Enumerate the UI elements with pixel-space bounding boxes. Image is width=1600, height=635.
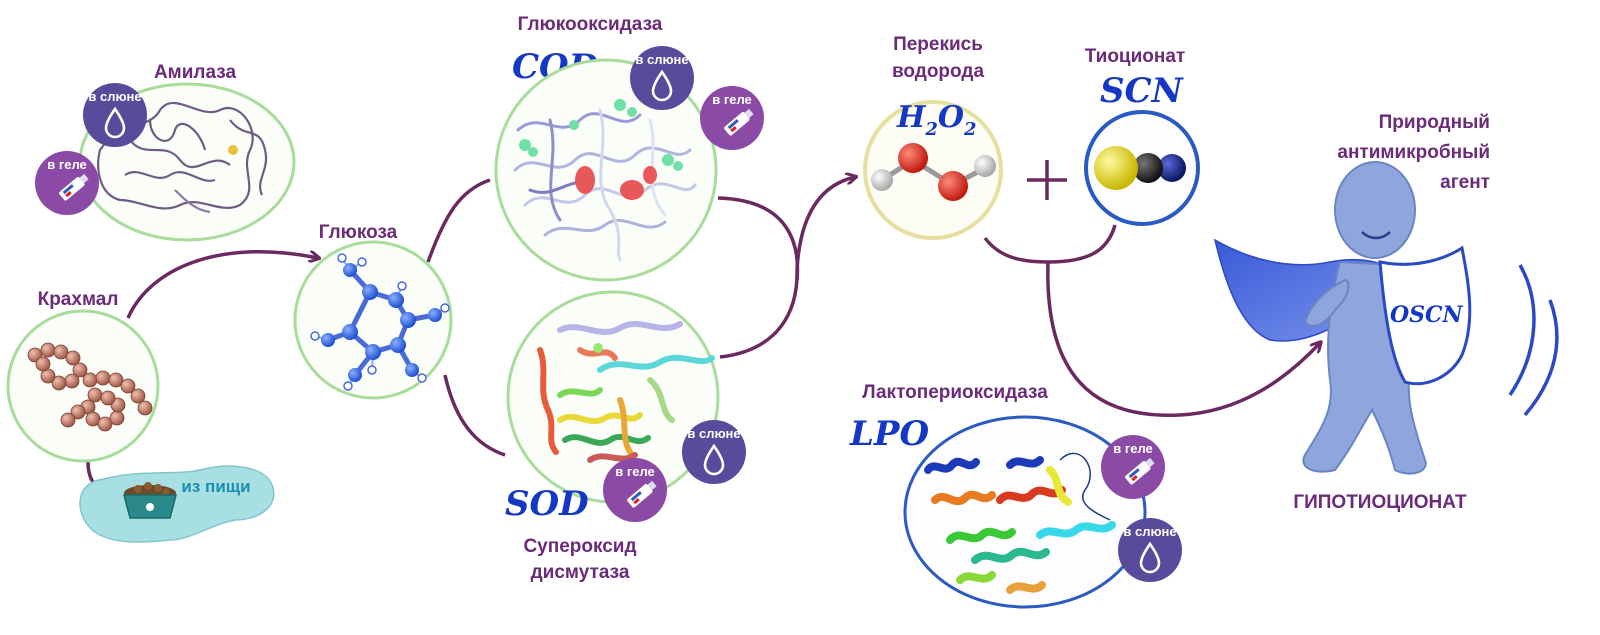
- glucose-label: Глюкоза: [319, 222, 398, 243]
- amylase-protein-structure: [97, 101, 268, 214]
- pet-bowl-icon: [123, 482, 177, 519]
- badge-saliva-text: в слюне: [1123, 524, 1176, 539]
- amylase-group: Амилаза в слюне в геле: [35, 62, 296, 242]
- shield-wave-2: [1523, 299, 1559, 417]
- arrow-to-h2o2: [795, 177, 855, 271]
- badge-gel-text: в геле: [712, 92, 752, 107]
- badge-gel-text: в геле: [615, 464, 655, 479]
- badge-saliva-text: в слюне: [687, 426, 740, 441]
- peroxide-label-line1: Перекись: [893, 34, 983, 55]
- lpo-protein-structure: [924, 456, 1116, 594]
- lpo-abbreviation: LPO: [849, 414, 929, 454]
- connector-h2o2-down: [983, 236, 1049, 264]
- hero-shield: [1378, 245, 1472, 386]
- hypothiocyanate-label: ГИПОТИОЦИОНАТ: [1293, 492, 1467, 513]
- glucose-oxidase-label: Глюкооксидаза: [518, 14, 663, 35]
- lpo-ring: [903, 415, 1147, 609]
- superoxide-label-line1: Супероксид: [523, 536, 636, 557]
- badge-gel-lpo: в геле: [1101, 435, 1165, 499]
- lpo-group: Лактопериоксидаза LPO в геле в слюне: [849, 382, 1184, 609]
- scn-abbreviation: SCN: [1100, 71, 1185, 111]
- badge-saliva-sod: в слюне: [680, 418, 748, 486]
- badge-gel-text: в геле: [47, 157, 87, 172]
- shield-wave-1: [1508, 264, 1536, 396]
- from-food-label: из пищи: [181, 477, 250, 496]
- oscn-group: Природный антимикробный агент OSCN ГИПОТ…: [1213, 112, 1559, 513]
- glucose-group: Глюкоза: [293, 222, 453, 400]
- hero-smile: [1361, 231, 1391, 240]
- amylase-label: Амилаза: [154, 62, 237, 83]
- natural-label-line2: антимикробный: [1337, 142, 1490, 163]
- lactoperoxidase-label: Лактопериоксидаза: [862, 382, 1048, 403]
- badge-gel-sod: в геле: [603, 458, 667, 522]
- h2o2-group: Перекись водорода H2O2: [863, 34, 1003, 240]
- hero-figure-icon: [1213, 161, 1559, 475]
- oscn-abbreviation: OSCN: [1390, 302, 1464, 328]
- peroxide-label-line2: водорода: [892, 61, 984, 82]
- scn-molecule: [1094, 146, 1186, 190]
- connector-cod-merge: [717, 196, 800, 281]
- connector-glucose-cod: [426, 178, 491, 263]
- food-cloud: [79, 465, 275, 543]
- plus-icon: [1027, 160, 1067, 200]
- cod-group: Глюкооксидаза COD в слюне в геле: [494, 14, 764, 282]
- starch-bead-chain: [27, 342, 153, 432]
- badge-saliva-lpo: в слюне: [1116, 516, 1184, 584]
- sod-abbreviation: SOD: [505, 484, 589, 524]
- badge-gel-cod: в геле: [700, 86, 764, 150]
- thiocyanate-label: Тиоционат: [1085, 46, 1185, 67]
- connector-sod-merge: [719, 269, 799, 359]
- h2o2-formula: H2O2: [896, 100, 977, 140]
- superoxide-label-line2: дисмутаза: [531, 562, 630, 583]
- badge-gel-text: в геле: [1113, 441, 1153, 456]
- hero-arm: [1303, 278, 1350, 327]
- hero-head: [1334, 161, 1416, 259]
- sod-ion: [593, 343, 603, 353]
- arrow-to-oscn: [1046, 261, 1320, 417]
- h2o2-molecule: [871, 143, 996, 201]
- from-food-group: из пищи: [79, 465, 275, 543]
- natural-label-line3: агент: [1440, 172, 1490, 193]
- starch-ring: [6, 309, 160, 463]
- badge-saliva-text: в слюне: [88, 89, 141, 104]
- sod-protein-structure: [537, 321, 715, 463]
- cod-active-sites: [519, 99, 683, 200]
- natural-label-line1: Природный: [1379, 112, 1490, 133]
- glucose-molecule: [310, 253, 450, 391]
- badge-saliva-amylase: в слюне: [81, 81, 149, 149]
- arrow-starch-to-glucose: [126, 250, 318, 319]
- badge-saliva-text: в слюне: [635, 52, 688, 67]
- connector-glucose-sod: [443, 374, 506, 457]
- lpo-coil-thread: [1059, 452, 1111, 521]
- scn-group: Тиоционат SCN: [1084, 46, 1200, 226]
- badge-saliva-cod: в слюне: [628, 44, 696, 112]
- starch-group: Крахмал: [6, 289, 160, 463]
- badge-gel-amylase: в геле: [35, 151, 99, 215]
- glucose-ring: [293, 240, 453, 400]
- starch-label: Крахмал: [38, 289, 119, 310]
- connector-scn-down: [1047, 224, 1117, 264]
- sod-group: в слюне в геле SOD Супероксид дисмутаза: [505, 290, 748, 583]
- amylase-ion: [228, 145, 238, 155]
